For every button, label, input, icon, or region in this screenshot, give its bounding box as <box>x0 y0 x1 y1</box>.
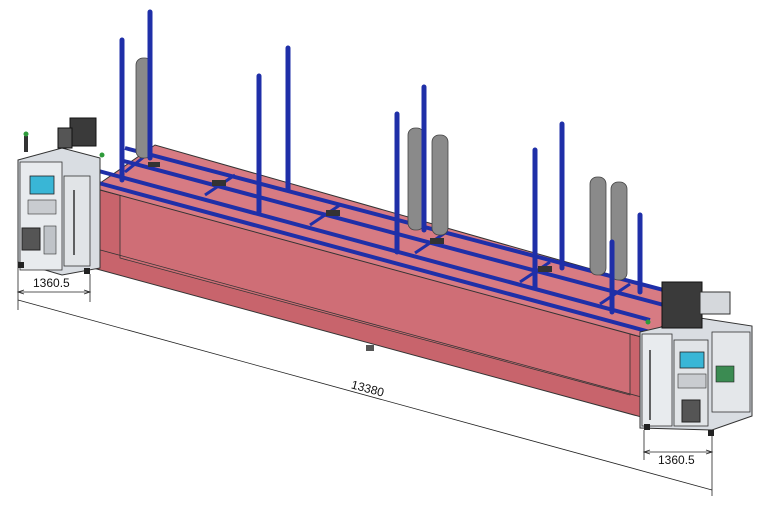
dim-left-width: 1360.5 <box>33 276 70 290</box>
left-screen <box>29 175 55 195</box>
right-unloader-module <box>639 281 753 436</box>
dim-right-width: 1360.5 <box>658 453 695 467</box>
cylinder <box>610 181 628 281</box>
dimension-lines <box>16 262 714 496</box>
rail-brackets <box>148 162 552 272</box>
cylinder <box>589 176 607 276</box>
dim-overall-length: 13380 <box>350 377 386 399</box>
right-screen <box>679 351 705 369</box>
exhaust-cylinders <box>135 57 628 281</box>
left-loader-module <box>17 117 105 276</box>
vertical-posts <box>119 9 643 315</box>
oven-foot <box>366 345 374 351</box>
cylinder <box>431 134 449 236</box>
